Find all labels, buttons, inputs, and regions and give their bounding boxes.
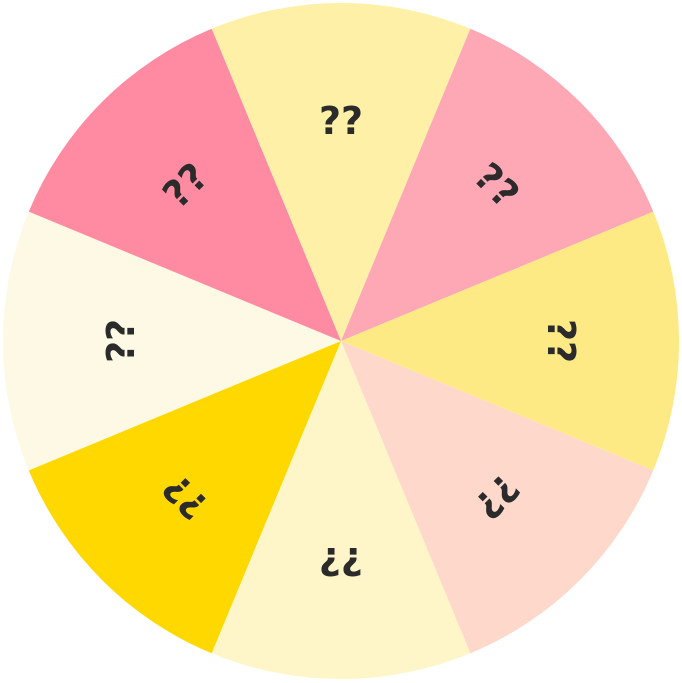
wheel-segment-label-7: ?? — [99, 319, 143, 363]
wheel-segment-label-1: ?? — [319, 99, 363, 143]
wheel-segment-6 — [28, 341, 341, 654]
wheel-segment-5 — [211, 341, 471, 680]
wheel-segment-label-5: ?? — [319, 539, 363, 583]
wheel-segment-1 — [211, 3, 471, 342]
wheel-segment-8 — [28, 28, 341, 341]
wheel-segment-label-3: ?? — [539, 319, 583, 363]
wheel-segment-7 — [2, 211, 341, 471]
wheel-segment-3 — [341, 211, 680, 471]
wheel-segments — [2, 3, 680, 680]
wheel-segment-4 — [341, 341, 654, 654]
wheel-segment-2 — [341, 28, 654, 341]
